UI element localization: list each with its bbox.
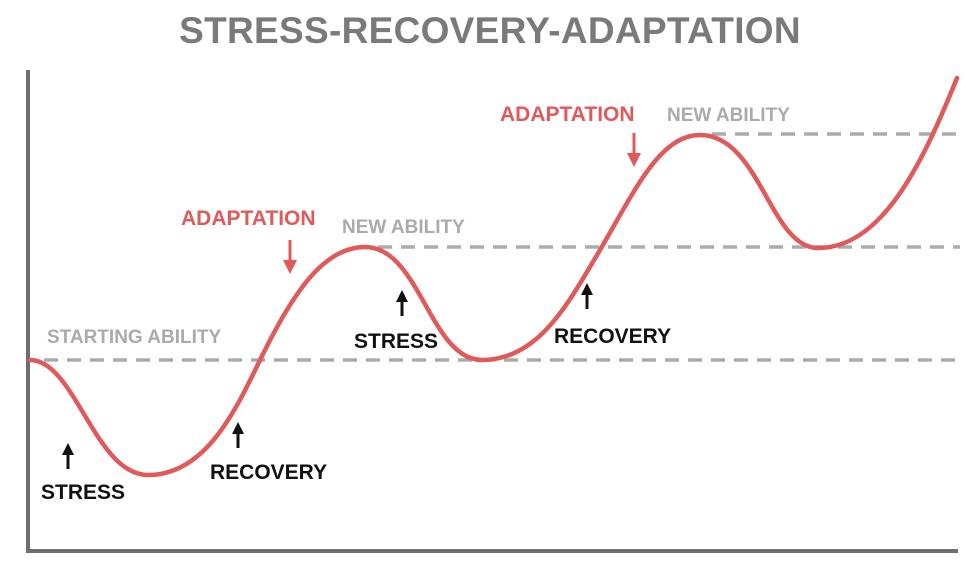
stress-label-2: STRESS bbox=[354, 330, 439, 353]
arrow-up-icon bbox=[62, 443, 74, 469]
starting-ability-label: STARTING ABILITY bbox=[47, 327, 222, 348]
arrow-down-icon bbox=[627, 133, 641, 167]
arrow-up-icon bbox=[396, 290, 408, 316]
new-ability-label-2: NEW ABILITY bbox=[667, 105, 790, 126]
recovery-label-1: RECOVERY bbox=[210, 461, 328, 484]
arrow-up-icon bbox=[581, 283, 593, 309]
diagram-title: STRESS-RECOVERY-ADAPTATION bbox=[179, 10, 801, 51]
arrow-down-icon bbox=[283, 240, 297, 274]
stress-label-1: STRESS bbox=[41, 481, 126, 504]
new-ability-label-1: NEW ABILITY bbox=[342, 217, 465, 238]
arrow-up-icon bbox=[232, 422, 244, 448]
ability-curve bbox=[27, 75, 960, 478]
recovery-label-2: RECOVERY bbox=[554, 325, 672, 348]
adaptation-label-1: ADAPTATION bbox=[181, 207, 316, 230]
adaptation-label-2: ADAPTATION bbox=[500, 103, 635, 126]
